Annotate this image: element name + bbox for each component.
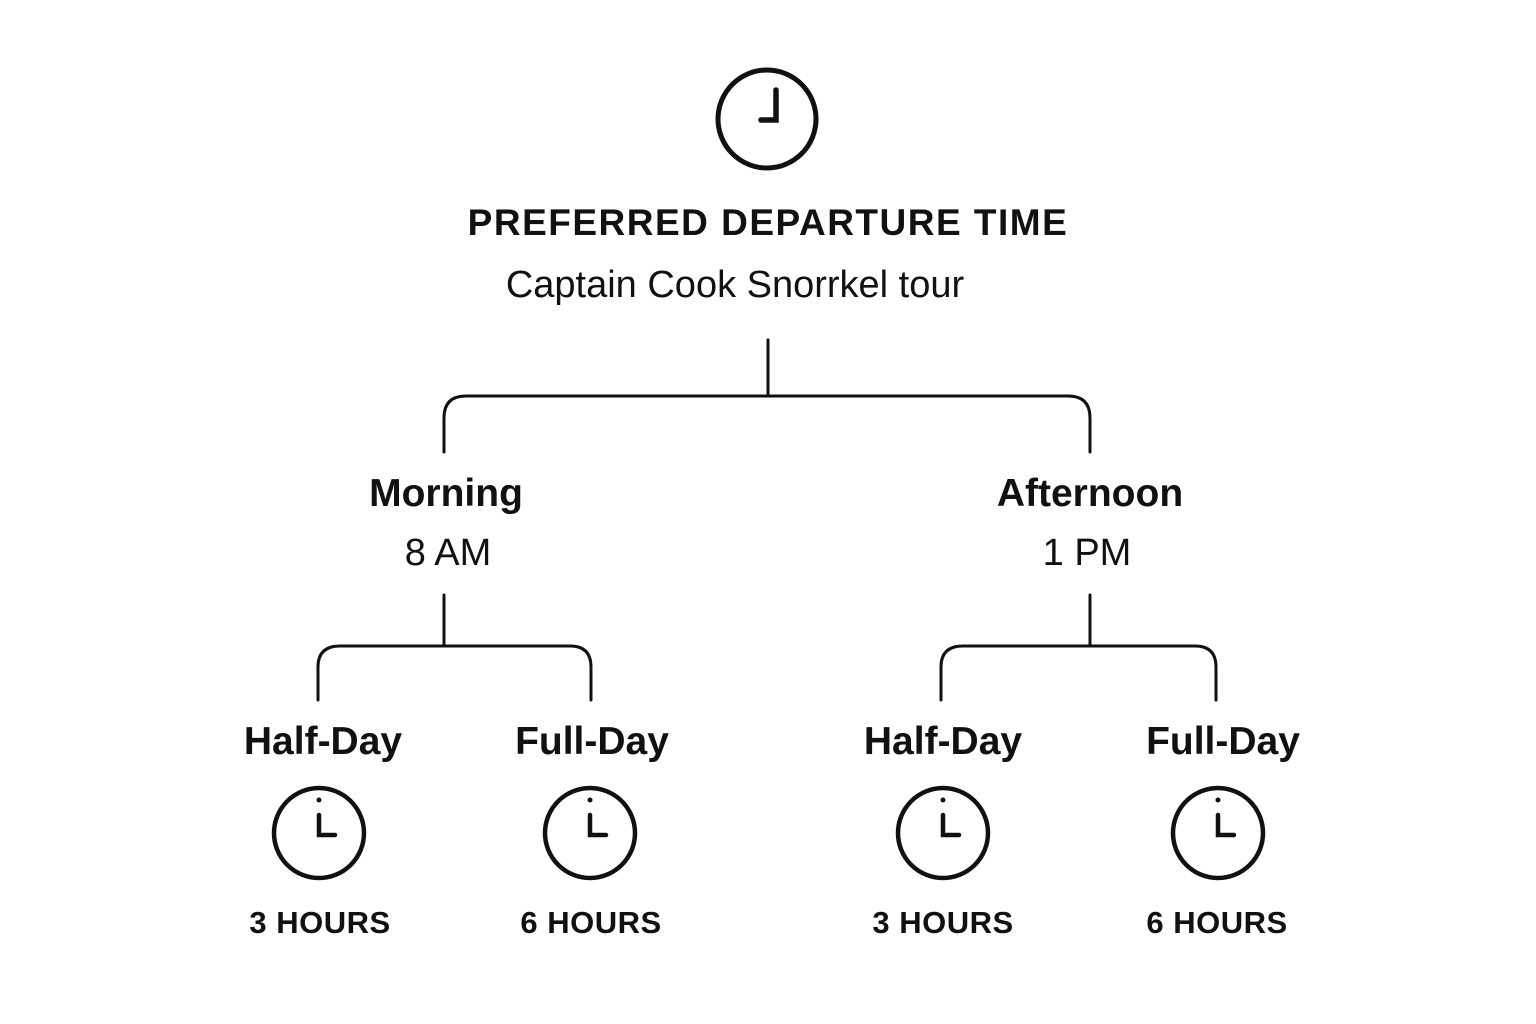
branch-afternoon-time: 1 PM bbox=[1042, 532, 1132, 574]
morning-full-day-duration: 6 HOURS bbox=[520, 905, 662, 940]
morning-full-day-clock-icon bbox=[542, 785, 638, 881]
afternoon-full-day-label: Full-Day bbox=[1146, 720, 1300, 763]
morning-half-day-label: Half-Day bbox=[243, 720, 403, 763]
afternoon-half-day-duration: 3 HOURS bbox=[872, 905, 1014, 940]
afternoon-full-day-clock-icon bbox=[1170, 785, 1266, 881]
morning-full-day-label: Full-Day bbox=[515, 720, 669, 763]
afternoon-bracket-connector bbox=[939, 644, 1218, 702]
root-bracket-connector bbox=[442, 394, 1092, 454]
morning-bracket-connector bbox=[316, 644, 593, 702]
diagram-title: PREFERRED DEPARTURE TIME bbox=[467, 202, 1069, 243]
afternoon-half-day-clock-icon bbox=[895, 785, 991, 881]
branch-morning-label: Morning bbox=[369, 472, 523, 515]
branch-morning-time: 8 AM bbox=[404, 532, 492, 574]
branch-afternoon-label: Afternoon bbox=[996, 472, 1184, 515]
afternoon-half-day-label: Half-Day bbox=[863, 720, 1023, 763]
morning-half-day-clock-icon bbox=[271, 785, 367, 881]
diagram-subtitle: Captain Cook Snorrkel tour bbox=[505, 264, 965, 306]
root-clock-icon bbox=[715, 67, 819, 171]
afternoon-full-day-duration: 6 HOURS bbox=[1146, 905, 1288, 940]
morning-half-day-duration: 3 HOURS bbox=[249, 905, 391, 940]
